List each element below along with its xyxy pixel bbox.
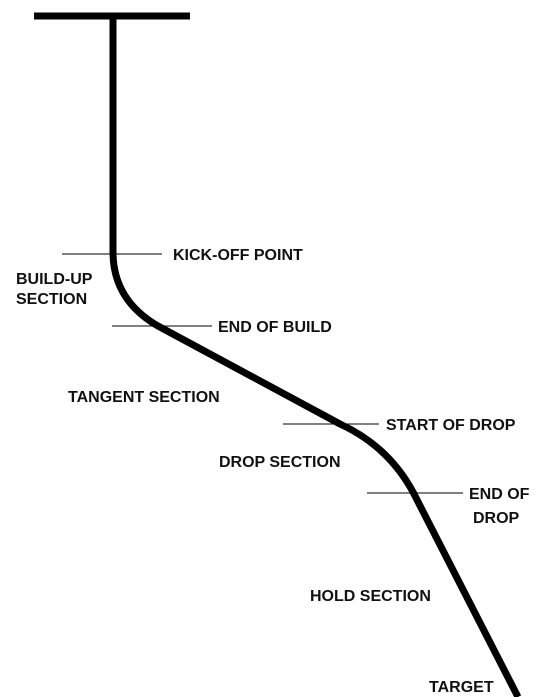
- hold-section-label: HOLD SECTION: [310, 588, 431, 605]
- target-label: TARGET: [429, 679, 494, 696]
- build-up-section-label-line1: BUILD-UP: [16, 271, 93, 288]
- kick-off-point-label: KICK-OFF POINT: [173, 247, 303, 264]
- end-of-drop-label-line2: DROP: [473, 510, 520, 527]
- end-of-build-label: END OF BUILD: [218, 319, 332, 336]
- start-of-drop-label: START OF DROP: [386, 417, 516, 434]
- tangent-section-label: TANGENT SECTION: [68, 389, 220, 406]
- build-up-section-label-line2: SECTION: [16, 291, 87, 308]
- drop-section-label: DROP SECTION: [219, 454, 341, 471]
- end-of-drop-label-line1: END OF: [469, 486, 530, 503]
